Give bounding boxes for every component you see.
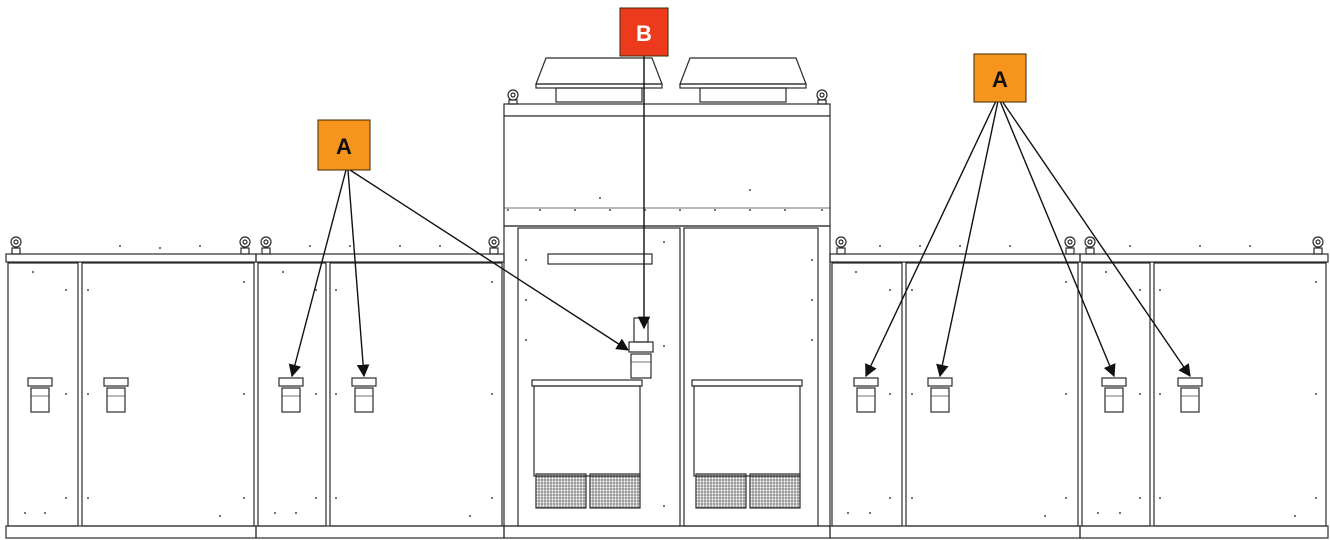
left-cabinet-1-narrow-door bbox=[7, 262, 79, 527]
center-cabinet-plinth bbox=[503, 525, 831, 539]
door-lock-icon bbox=[278, 377, 304, 413]
left-cabinet-1-wide-door bbox=[81, 262, 255, 527]
right-cabinet-1-narrow-door bbox=[831, 262, 903, 527]
door-lock-icon bbox=[853, 377, 879, 413]
right-cabinet-1 bbox=[829, 236, 1081, 539]
left-cabinet-2-narrow-door bbox=[257, 262, 327, 527]
callout-arrows bbox=[288, 56, 1191, 378]
roof-fan-left bbox=[535, 57, 663, 103]
vent-grille bbox=[749, 473, 801, 509]
door-lock-icon bbox=[927, 377, 953, 413]
fastener-dots bbox=[23, 188, 1318, 518]
arrow-a-left-2 bbox=[347, 169, 370, 378]
callout-a-left: A bbox=[317, 119, 371, 171]
arrow-a-right-2 bbox=[936, 100, 999, 378]
lifting-eye-icon bbox=[835, 236, 847, 255]
door-lock-icon bbox=[103, 377, 129, 413]
center-cabinet-top-section bbox=[503, 115, 831, 227]
callout-b-label: B bbox=[636, 21, 652, 46]
left-cabinet-1-plinth bbox=[5, 525, 257, 539]
vent-grille bbox=[695, 473, 747, 509]
right-cabinet-2-narrow-door bbox=[1081, 262, 1151, 527]
lifting-eye-icon bbox=[1312, 236, 1324, 255]
left-cabinet-2-plinth bbox=[255, 525, 505, 539]
callout-a-right-box bbox=[973, 53, 1027, 103]
lifting-eye-icon bbox=[1084, 236, 1096, 255]
vent-grille bbox=[535, 473, 587, 509]
left-cabinet-1 bbox=[5, 236, 257, 539]
lifting-eye-icon bbox=[260, 236, 272, 255]
callout-a-right: A bbox=[973, 53, 1027, 103]
arrow-a-left-1 bbox=[288, 169, 347, 378]
door-lock-icon bbox=[27, 377, 53, 413]
right-cabinet-1-plinth bbox=[829, 525, 1081, 539]
left-cabinet-2-wide-door bbox=[329, 262, 503, 527]
roof-fan-right bbox=[679, 57, 807, 103]
callout-b-box bbox=[619, 7, 669, 57]
center-cabinet-roof bbox=[503, 103, 831, 117]
arrow-a-right-1 bbox=[865, 100, 997, 378]
left-cabinet-2-roof bbox=[255, 253, 505, 263]
callout-b: B bbox=[619, 7, 669, 57]
vent-grilles bbox=[535, 473, 801, 509]
lifting-eye-icon bbox=[488, 236, 500, 255]
right-cabinet-2-roof bbox=[1079, 253, 1329, 263]
door-lock-icon bbox=[351, 377, 377, 413]
center-door-handle-bar bbox=[547, 253, 653, 265]
left-cabinet-1-roof bbox=[5, 253, 257, 263]
arrow-a-right-4 bbox=[1001, 100, 1191, 378]
callout-a-left-label: A bbox=[336, 134, 352, 159]
arrow-a-left-3 bbox=[349, 169, 630, 351]
door-locks bbox=[27, 377, 1203, 413]
arrow-a-right-3 bbox=[999, 100, 1116, 378]
right-cabinet-2-plinth bbox=[1079, 525, 1329, 539]
lifting-eye-icon bbox=[10, 236, 22, 255]
center-cabinet bbox=[503, 57, 831, 539]
right-cabinet-2-wide-door bbox=[1153, 262, 1327, 527]
vent-grille bbox=[589, 473, 641, 509]
right-cabinet-2 bbox=[1079, 236, 1329, 539]
right-cabinet-1-roof bbox=[829, 253, 1081, 263]
callout-a-right-label: A bbox=[992, 67, 1008, 92]
lifting-eye-icon bbox=[1064, 236, 1076, 255]
air-filter-right bbox=[691, 379, 803, 477]
callout-a-left-box bbox=[317, 119, 371, 171]
right-cabinet-1-wide-door bbox=[905, 262, 1079, 527]
lifting-eye-icon bbox=[239, 236, 251, 255]
door-lock-icon bbox=[1101, 377, 1127, 413]
left-cabinet-2 bbox=[255, 236, 505, 539]
lifting-eye-icon bbox=[816, 89, 828, 105]
air-filter-left bbox=[531, 379, 643, 477]
door-lock-icon bbox=[1177, 377, 1203, 413]
lifting-eye-icon bbox=[507, 89, 519, 105]
